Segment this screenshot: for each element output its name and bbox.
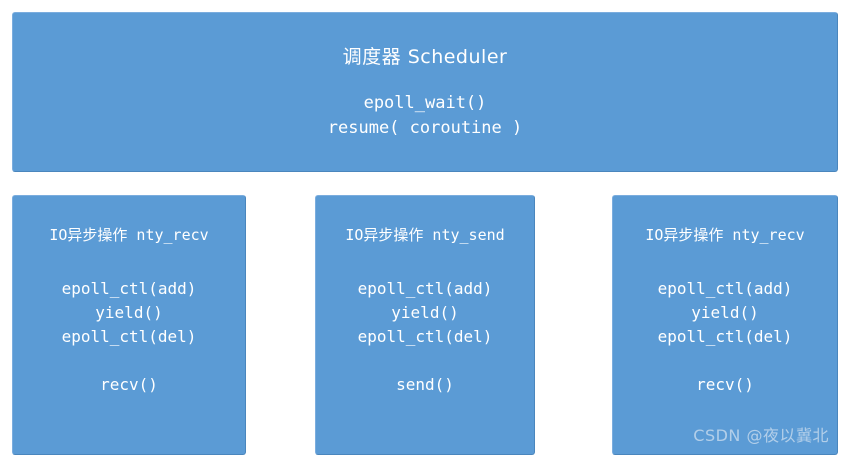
io-operation-call: recv(): [696, 375, 754, 394]
io-operation-call: recv(): [100, 375, 158, 394]
io-operation-title: IO异步操作 nty_recv: [49, 226, 209, 244]
io-operation-box-nty-recv-2: IO异步操作 nty_recv epoll_ctl(add) yield() e…: [612, 195, 838, 455]
io-operation-steps: epoll_ctl(add) yield() epoll_ctl(del): [357, 279, 493, 346]
io-operation-steps: epoll_ctl(add) yield() epoll_ctl(del): [657, 279, 793, 346]
io-operation-title: IO异步操作 nty_recv: [645, 226, 805, 244]
io-operation-box-nty-send: IO异步操作 nty_send epoll_ctl(add) yield() e…: [315, 195, 535, 455]
io-operation-title: IO异步操作 nty_send: [345, 226, 505, 244]
scheduler-title: 调度器 Scheduler: [342, 46, 508, 68]
io-operation-steps: epoll_ctl(add) yield() epoll_ctl(del): [61, 279, 197, 346]
scheduler-body: epoll_wait() resume( coroutine ): [327, 93, 523, 138]
csdn-watermark: CSDN @夜以冀北: [693, 426, 829, 445]
io-operation-call: send(): [396, 375, 454, 394]
io-operation-box-nty-recv-1: IO异步操作 nty_recv epoll_ctl(add) yield() e…: [12, 195, 246, 455]
scheduler-box: 调度器 Scheduler epoll_wait() resume( corou…: [12, 12, 838, 172]
